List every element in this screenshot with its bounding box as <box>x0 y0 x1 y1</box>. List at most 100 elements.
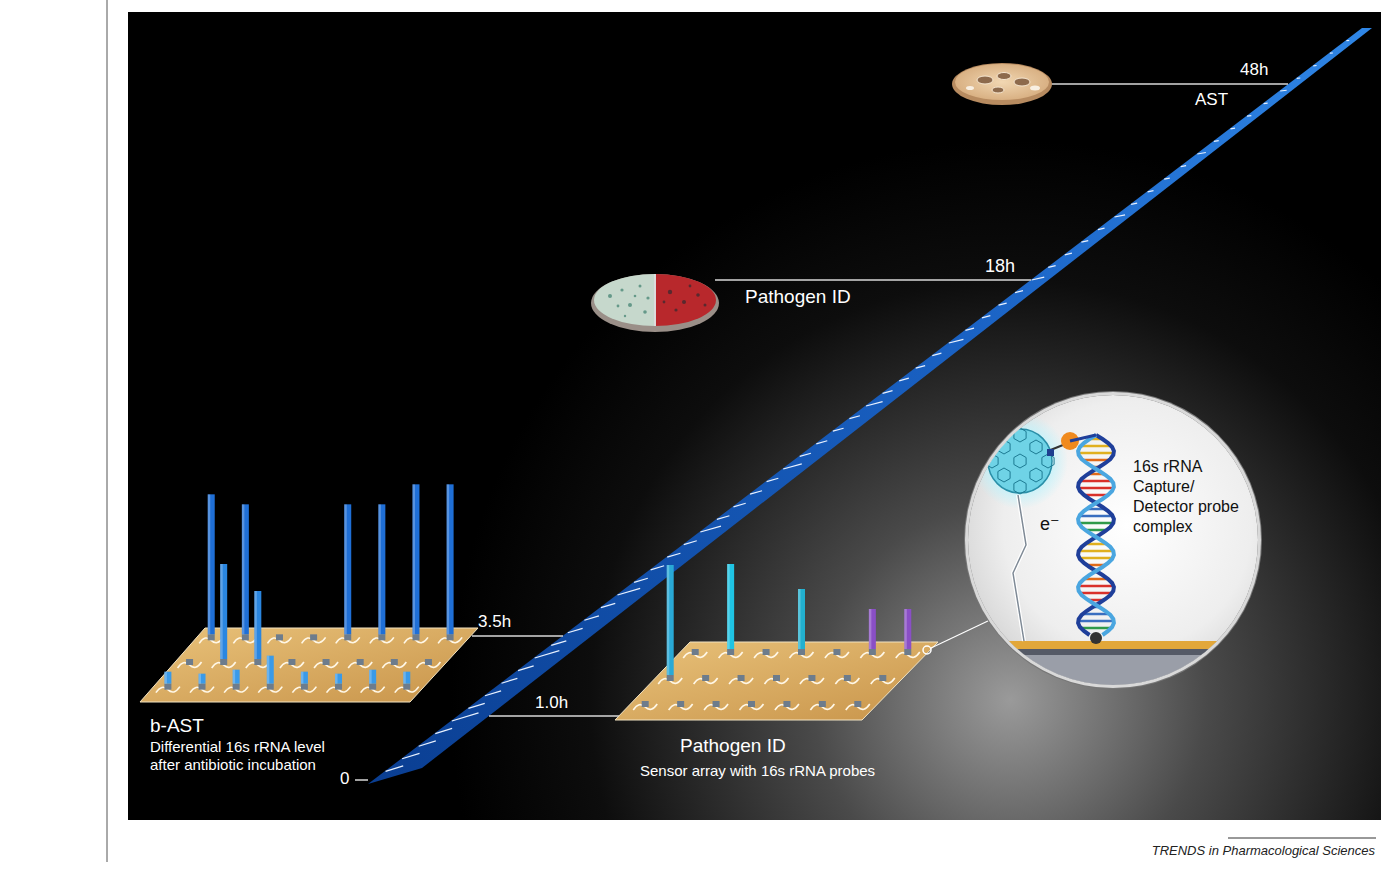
timeline-label: Pathogen ID <box>680 735 786 758</box>
base-pair <box>1079 515 1113 518</box>
sensor-pad <box>344 634 351 640</box>
bar-highlight <box>242 504 245 634</box>
ruler-tick <box>1280 90 1287 92</box>
ruler-tick <box>1065 253 1072 255</box>
signal-bar <box>798 589 805 649</box>
bar-highlight <box>369 670 372 684</box>
caption-rule <box>1228 838 1376 839</box>
bar-highlight <box>344 504 347 634</box>
sensor-pad <box>276 634 283 640</box>
sensor-pad <box>677 701 684 707</box>
sensor-pad <box>369 684 376 690</box>
electrode-base <box>968 655 1258 685</box>
dna-strand <box>1078 435 1114 635</box>
signal-bar <box>727 564 734 649</box>
bar-highlight <box>869 609 872 649</box>
sensor-pad <box>833 649 840 655</box>
bar-highlight <box>233 670 236 684</box>
base-pair <box>1078 620 1114 623</box>
sensor-pad <box>819 701 826 707</box>
signal-bar <box>267 656 274 684</box>
signal-bar <box>904 609 911 649</box>
sensor-pad <box>667 675 674 681</box>
bar-highlight <box>220 564 223 659</box>
sensor-pad <box>208 634 215 640</box>
base-pair <box>1079 557 1113 560</box>
sensor-pad <box>798 649 805 655</box>
signal-bar <box>220 564 227 659</box>
ruler-tick <box>667 553 680 557</box>
leader-line <box>472 635 563 637</box>
ruler-tick <box>1230 127 1235 129</box>
bar-highlight <box>378 504 381 634</box>
leader-line <box>489 715 619 717</box>
inset-circle: e⁻16s rRNA Capture/ Detector probe compl… <box>968 395 1258 685</box>
ruler-tick <box>1032 277 1045 280</box>
ruler-tick <box>733 503 745 507</box>
bar-highlight <box>267 656 270 684</box>
base-pair <box>1080 592 1112 595</box>
ruler-tick <box>1115 215 1126 217</box>
dna-strand <box>1078 435 1114 635</box>
sensor-pad <box>220 659 227 665</box>
sensor-pad <box>879 675 886 681</box>
sensor-pad <box>242 634 249 640</box>
ruler-tick <box>1297 77 1301 79</box>
sensor-pad <box>844 675 851 681</box>
ruler-tick <box>651 566 665 570</box>
sensor-pad <box>748 701 755 707</box>
ruler-tick <box>999 303 1007 305</box>
ruler-tick <box>700 526 721 532</box>
ruler-tick <box>535 651 560 658</box>
ruler-tick <box>684 541 697 545</box>
timeline-ruler <box>368 28 1372 784</box>
sensor-pad <box>164 684 171 690</box>
anchor <box>1090 632 1102 644</box>
ruler-tick <box>1181 166 1186 167</box>
sensor-pad <box>854 701 861 707</box>
dark-panel <box>128 12 1381 820</box>
plate-pattern <box>633 652 920 710</box>
signal-bar <box>403 672 410 684</box>
sensor-pad <box>288 659 295 665</box>
sensor-pad <box>335 684 342 690</box>
ruler-tick <box>1214 140 1219 142</box>
bar-highlight <box>447 484 450 634</box>
sensor-pad <box>310 634 317 640</box>
ruler-tick <box>601 603 615 607</box>
sensor-pad <box>254 659 261 665</box>
ruler-tick <box>1015 291 1023 293</box>
sensor-pad <box>763 649 770 655</box>
sensor-pad <box>267 684 274 690</box>
sensor-pad <box>702 675 709 681</box>
petri-dish <box>952 63 1052 105</box>
sensor-pad <box>378 634 385 640</box>
ruler-tick <box>435 728 452 733</box>
timeline-label: 0 <box>340 769 349 789</box>
sensor-pad <box>447 634 454 640</box>
fullerene-cell <box>998 468 1010 482</box>
bar-highlight <box>798 589 801 649</box>
signal-bar <box>344 504 351 634</box>
ruler-tick <box>932 353 941 355</box>
sensor-plate <box>140 628 478 702</box>
bar-highlight <box>199 674 202 684</box>
base-pair <box>1079 522 1114 525</box>
signal-bar <box>447 484 454 634</box>
signal-bar <box>254 591 261 659</box>
sensor-pad <box>301 684 308 690</box>
probe-illustration <box>968 395 1258 685</box>
probe-label: 16s rRNA Capture/ Detector probe complex <box>1133 457 1245 537</box>
timeline-label: Pathogen ID <box>745 286 851 309</box>
base-pair <box>1078 452 1114 455</box>
ruler-tick <box>916 366 925 369</box>
base-pair <box>1079 550 1114 553</box>
signal-bar <box>378 504 385 634</box>
ruler-tick <box>849 416 859 419</box>
sensor-pad <box>233 684 240 690</box>
sensor-pad <box>403 684 410 690</box>
dna-strand <box>1070 435 1096 441</box>
ruler-ticks <box>386 41 1350 772</box>
ruler-tick <box>402 753 419 758</box>
sensor-pad <box>869 649 876 655</box>
